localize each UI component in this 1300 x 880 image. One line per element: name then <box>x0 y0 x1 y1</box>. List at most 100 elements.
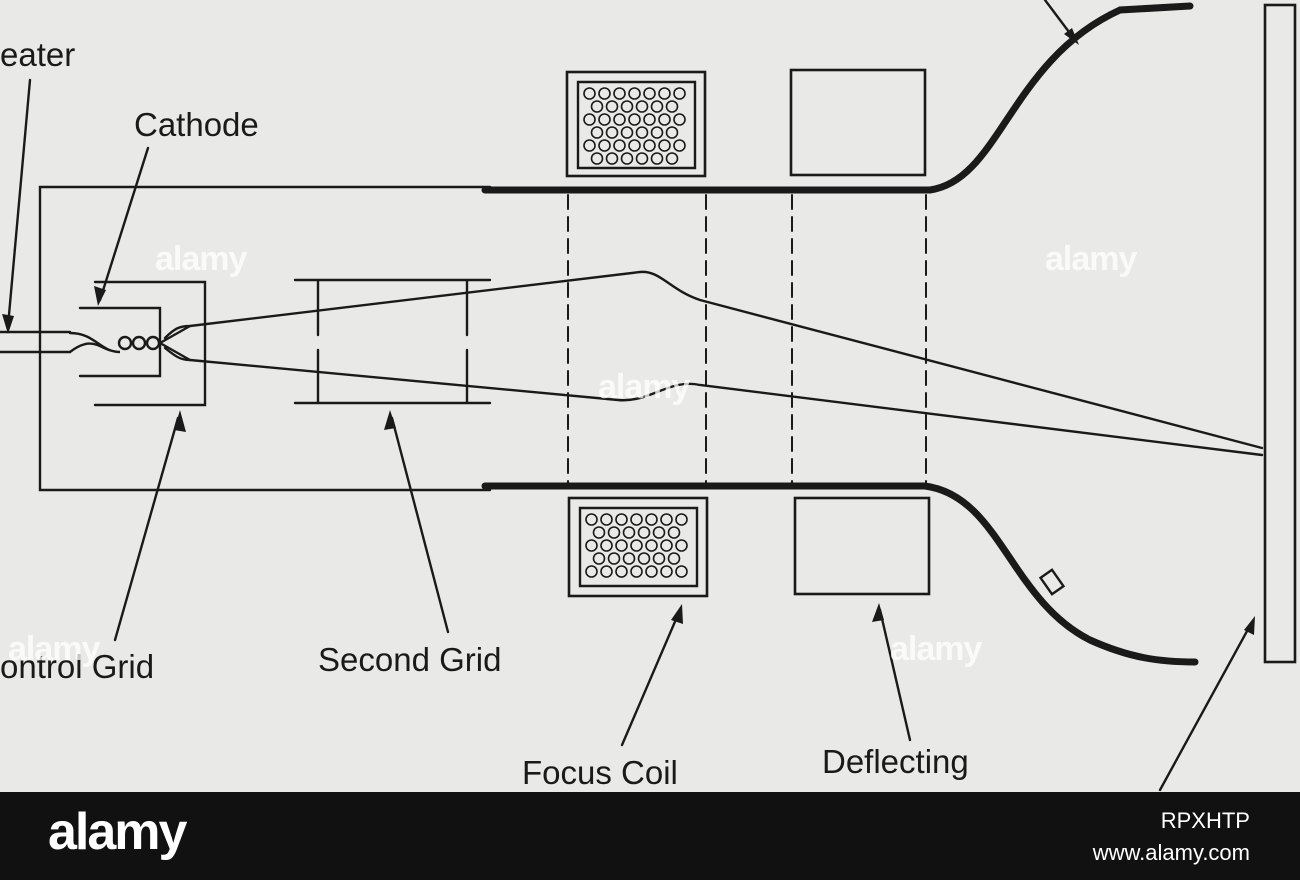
coil-winding <box>673 87 686 100</box>
coil-winding <box>628 113 641 126</box>
coil-winding <box>583 139 596 152</box>
coil-winding <box>658 113 671 126</box>
arrowhead <box>94 286 106 306</box>
tube-neck-outline <box>38 185 492 492</box>
coil-winding <box>628 139 641 152</box>
coil-winding <box>622 526 636 539</box>
arrowhead <box>174 410 186 432</box>
coil-winding <box>590 100 604 113</box>
coil-winding <box>613 139 626 152</box>
coil-winding <box>628 87 641 100</box>
label-cathode: Cathode <box>134 106 259 143</box>
arrowhead <box>384 410 396 430</box>
label-second-grid: Second Grid <box>318 641 502 678</box>
second-grid-bottom <box>293 348 492 405</box>
beam-upper <box>163 270 1264 450</box>
coil-winding <box>645 565 658 578</box>
leader-second-grid <box>390 416 450 634</box>
coil-winding <box>675 539 688 552</box>
coil-winding <box>598 139 611 152</box>
coil-winding <box>613 87 626 100</box>
coil-winding <box>607 526 621 539</box>
arrowhead <box>671 604 683 624</box>
screen-face <box>1263 3 1297 664</box>
arrowhead <box>1064 28 1079 45</box>
label-deflecting: Deflecting <box>822 743 969 780</box>
coil-winding <box>615 513 628 526</box>
coil-winding <box>643 139 656 152</box>
leader-focus-coil <box>620 608 682 747</box>
coil-winding <box>645 513 658 526</box>
coil-winding <box>592 526 606 539</box>
coil-winding <box>650 126 664 139</box>
coil-winding <box>635 152 649 165</box>
coil-winding <box>607 552 621 565</box>
leader-control-grid <box>113 416 180 642</box>
coil-winding <box>660 539 673 552</box>
coil-winding <box>635 100 649 113</box>
watermark: alamy <box>1045 240 1137 278</box>
coil-winding <box>620 100 634 113</box>
coil-winding <box>650 152 664 165</box>
control-grid <box>93 280 207 407</box>
coil-winding <box>667 526 681 539</box>
coil-winding <box>665 100 679 113</box>
focus-coil-bottom <box>567 496 709 598</box>
watermark: alamy <box>8 630 100 668</box>
envelope-tab <box>1038 568 1066 596</box>
coil-winding <box>585 565 598 578</box>
coil-winding <box>652 552 666 565</box>
tube-envelope-bottom <box>481 482 1199 666</box>
beam-cross <box>158 324 192 362</box>
coil-winding <box>630 513 643 526</box>
coil-winding <box>583 113 596 126</box>
image-id: RPXHTP <box>1160 808 1250 833</box>
footer-bar: alamy RPXHTP www.alamy.com <box>0 792 1300 880</box>
coil-winding <box>615 539 628 552</box>
heater-loop-2 <box>131 335 147 351</box>
coil-winding <box>675 565 688 578</box>
coil-winding <box>590 152 604 165</box>
coil-winding <box>635 126 649 139</box>
coil-winding <box>660 565 673 578</box>
deflecting-plate-top <box>789 68 927 177</box>
focus-coil-top <box>565 70 707 178</box>
coil-winding <box>637 526 651 539</box>
heater-lead <box>0 330 72 354</box>
coil-winding <box>622 552 636 565</box>
deflecting-plate-bottom <box>793 496 931 596</box>
leader-heater <box>6 78 32 328</box>
arrowhead <box>872 603 884 622</box>
coil-winding <box>613 113 626 126</box>
coil-winding <box>600 539 613 552</box>
watermark: alamy <box>598 368 690 406</box>
coil-winding <box>585 513 598 526</box>
watermark: alamy <box>155 240 247 278</box>
arrowhead <box>1244 616 1255 635</box>
coil-winding <box>598 113 611 126</box>
arrowhead <box>2 314 14 334</box>
coil-winding <box>600 513 613 526</box>
site-url: www.alamy.com <box>1092 840 1250 865</box>
second-grid-top <box>293 278 492 337</box>
coil-winding <box>665 126 679 139</box>
coil-winding <box>620 152 634 165</box>
coil-winding <box>630 539 643 552</box>
crt-diagram <box>0 0 1297 792</box>
coil-winding <box>592 552 606 565</box>
heater-loop-1 <box>117 335 133 351</box>
coil-winding <box>660 513 673 526</box>
coil-winding <box>600 565 613 578</box>
leader-screen <box>1158 620 1254 792</box>
coil-winding <box>645 539 658 552</box>
coil-winding <box>667 552 681 565</box>
tube-envelope-top <box>481 2 1194 194</box>
coil-winding <box>650 100 664 113</box>
coil-winding <box>673 113 686 126</box>
leader-deflecting <box>878 608 912 742</box>
coil-winding <box>605 152 619 165</box>
heater-loop-3 <box>145 335 161 351</box>
beam-lower <box>163 346 1264 457</box>
coil-winding <box>637 552 651 565</box>
coil-winding <box>605 100 619 113</box>
